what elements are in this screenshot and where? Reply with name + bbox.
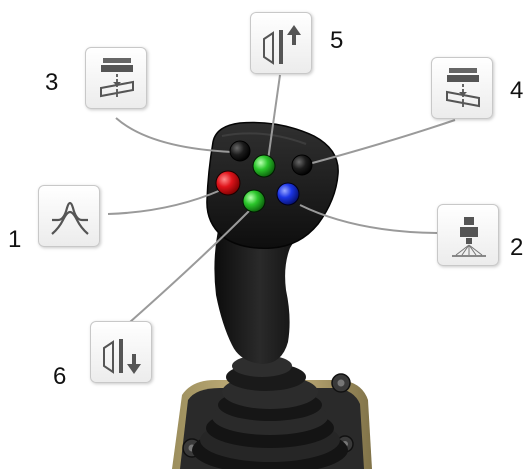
callout-line-4 bbox=[304, 119, 456, 166]
callout-box-4 bbox=[431, 57, 493, 119]
callout-number-3: 3 bbox=[45, 69, 59, 96]
tilt-left-icon bbox=[100, 58, 134, 98]
blue-button[interactable] bbox=[276, 182, 300, 206]
welding-torch-icon bbox=[452, 217, 486, 257]
callout-box-6 bbox=[90, 321, 152, 383]
joystick-handle bbox=[214, 222, 315, 364]
head-highlight bbox=[221, 132, 307, 145]
callout-box-3 bbox=[85, 47, 147, 109]
waveform-icon bbox=[51, 201, 89, 235]
callout-number-1: 1 bbox=[8, 226, 22, 253]
callout-line-1 bbox=[107, 189, 222, 215]
callout-lines bbox=[107, 74, 456, 323]
rubber-bellows bbox=[192, 355, 348, 469]
callout-number-6: 6 bbox=[53, 363, 67, 390]
callout-number-5: 5 bbox=[330, 27, 344, 54]
callout-box-5 bbox=[250, 12, 312, 74]
green-button-top[interactable] bbox=[252, 154, 276, 178]
callout-number-4: 4 bbox=[510, 77, 524, 104]
callout-box-2 bbox=[437, 204, 499, 266]
black-button-right[interactable] bbox=[291, 154, 313, 176]
callout-line-3 bbox=[115, 117, 233, 153]
green-button-bottom[interactable] bbox=[242, 189, 266, 213]
raise-up-icon bbox=[263, 25, 301, 65]
tilt-right-icon bbox=[446, 68, 480, 108]
lower-down-icon bbox=[103, 339, 141, 374]
callout-line-2 bbox=[299, 204, 438, 234]
callout-line-5 bbox=[267, 74, 281, 161]
callout-box-1 bbox=[38, 185, 100, 247]
red-button[interactable] bbox=[215, 170, 241, 196]
base-screw-center bbox=[337, 379, 345, 387]
callout-number-2: 2 bbox=[510, 234, 524, 261]
black-button-left[interactable] bbox=[229, 140, 251, 162]
callout-line-6 bbox=[129, 209, 251, 323]
